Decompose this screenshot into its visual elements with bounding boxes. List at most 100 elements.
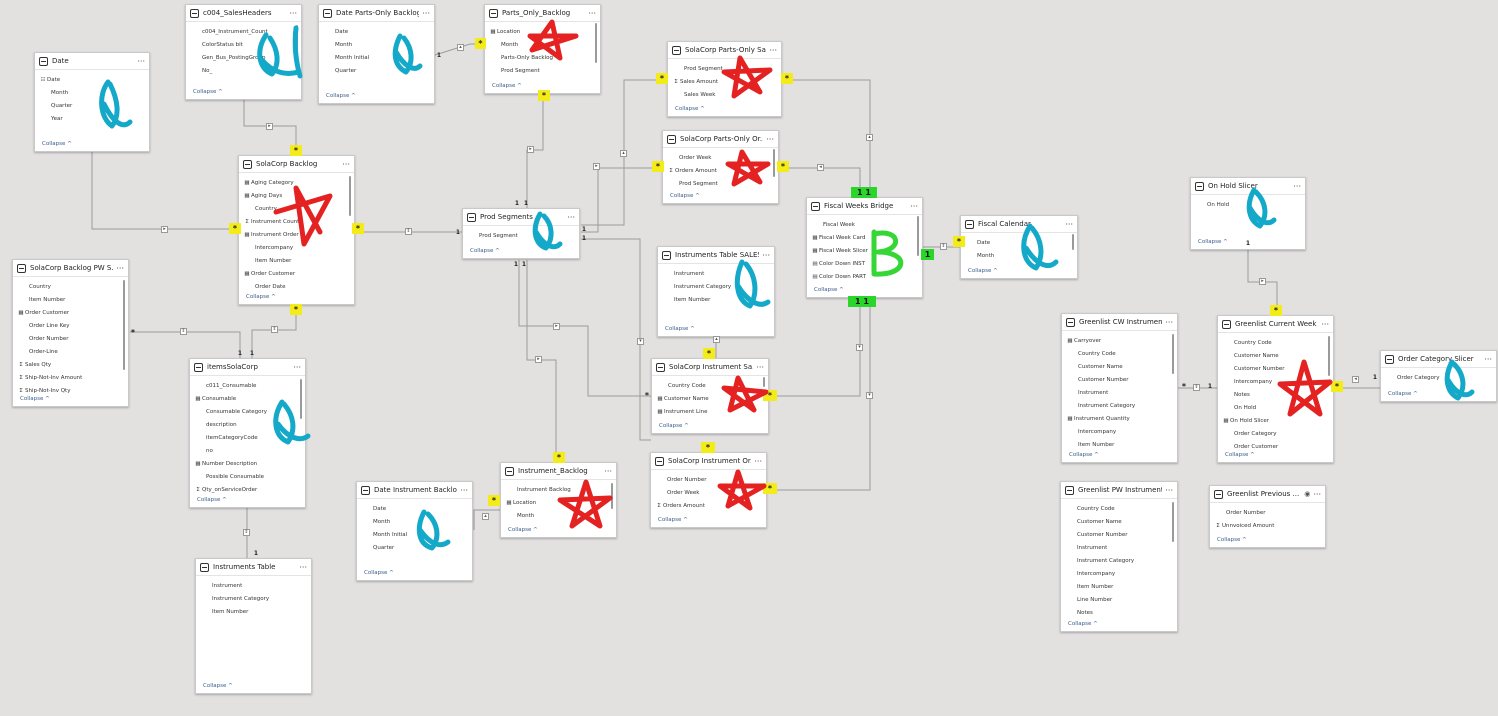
table-field-row[interactable]: Prod Segment (485, 64, 600, 77)
collapse-link[interactable]: Collapse ^ (364, 570, 394, 576)
more-options-icon[interactable]: ··· (422, 8, 430, 18)
table-field-row[interactable]: ▦Instrument Line (652, 405, 768, 418)
table-field-row[interactable]: No_ (186, 64, 301, 77)
table-field-row[interactable]: Order Category (1381, 371, 1496, 384)
scrollbar[interactable] (300, 379, 302, 419)
table-field-row[interactable]: Intercompany (1062, 425, 1177, 438)
table-field-row[interactable]: Instrument (1062, 386, 1177, 399)
table-field-row[interactable]: Prod Segment (668, 62, 781, 75)
table-field-row[interactable]: Instrument (1061, 541, 1177, 554)
table-field-row[interactable]: itemCategoryCode (190, 431, 305, 444)
table-field-row[interactable]: Date (357, 502, 472, 515)
table-field-row[interactable]: Instrument Backlog (501, 483, 616, 496)
table-field-row[interactable]: ▦On Hold Slicer (1218, 414, 1333, 427)
table-header[interactable]: SolaCorp Parts-Only Sal...··· (668, 42, 781, 59)
table-field-row[interactable]: Country Code (652, 379, 768, 392)
table-header[interactable]: Date Parts-Only Backlog··· (319, 5, 434, 22)
table-field-row[interactable]: Prod Segment (663, 177, 778, 190)
table-field-row[interactable]: Order Category (1218, 427, 1333, 440)
scrollbar[interactable] (917, 216, 919, 256)
more-options-icon[interactable]: ··· (756, 362, 764, 372)
table-field-row[interactable]: ▦Carryover (1062, 334, 1177, 347)
collapse-link[interactable]: Collapse ^ (203, 683, 233, 689)
table-field-row[interactable]: Intercompany (1061, 567, 1177, 580)
collapse-link[interactable]: Collapse ^ (670, 193, 700, 199)
table-field-row[interactable]: Notes (1061, 606, 1177, 619)
table-header[interactable]: Prod Segments··· (463, 209, 579, 226)
table-header[interactable]: Greenlist Previous ...◉··· (1210, 486, 1325, 503)
table-field-row[interactable]: ▦Number Description (190, 457, 305, 470)
collapse-link[interactable]: Collapse ^ (193, 89, 223, 95)
more-options-icon[interactable]: ··· (299, 562, 307, 572)
table-field-row[interactable]: Item Number (658, 293, 774, 306)
table-field-row[interactable]: ▦Fiscal Week Slicer (807, 244, 922, 257)
table-field-row[interactable]: Item Number (239, 254, 354, 267)
table-field-row[interactable]: Item Number (1062, 438, 1177, 451)
table-field-row[interactable]: Country (13, 280, 128, 293)
table-field-row[interactable]: ▤Color Down INST (807, 257, 922, 270)
table-field-row[interactable]: Parts-Only Backlog (485, 51, 600, 64)
collapse-link[interactable]: Collapse ^ (1198, 239, 1228, 245)
table-field-row[interactable]: Month (485, 38, 600, 51)
table-header[interactable]: Instruments Table SALES··· (658, 247, 774, 264)
more-options-icon[interactable]: ··· (1065, 219, 1073, 229)
more-options-icon[interactable]: ··· (1484, 354, 1492, 364)
table-field-row[interactable]: ▦Instrument Quantity (1062, 412, 1177, 425)
table-field-row[interactable]: Sales Week (668, 88, 781, 101)
more-options-icon[interactable]: ··· (116, 263, 124, 273)
collapse-link[interactable]: Collapse ^ (42, 141, 72, 147)
more-options-icon[interactable]: ··· (604, 466, 612, 476)
table-field-row[interactable]: ▦Aging Days (239, 189, 354, 202)
table-field-row[interactable]: Fiscal Week (807, 218, 922, 231)
more-options-icon[interactable]: ··· (1165, 317, 1173, 327)
table-field-row[interactable]: ▦Location (485, 25, 600, 38)
table-field-row[interactable]: Instrument Category (1062, 399, 1177, 412)
table-field-row[interactable]: Customer Name (1061, 515, 1177, 528)
table-field-row[interactable]: Order Week (651, 486, 766, 499)
table-field-row[interactable]: Instrument (196, 579, 311, 592)
more-options-icon[interactable]: ··· (766, 134, 774, 144)
scrollbar[interactable] (611, 483, 613, 509)
table-field-row[interactable]: Date (961, 236, 1077, 249)
table-field-row[interactable]: On Hold (1218, 401, 1333, 414)
more-options-icon[interactable]: ··· (1321, 319, 1329, 329)
more-options-icon[interactable]: ··· (588, 8, 596, 18)
collapse-link[interactable]: Collapse ^ (1068, 621, 1098, 627)
table-field-row[interactable]: Quarter (319, 64, 434, 77)
table-field-row[interactable]: Instrument (658, 267, 774, 280)
table-field-row[interactable]: Country Code (1218, 336, 1333, 349)
scrollbar[interactable] (123, 280, 125, 370)
table-field-row[interactable]: ▦Customer Name (652, 392, 768, 405)
table-field-row[interactable]: Instrument Category (658, 280, 774, 293)
table-header[interactable]: SolaCorp Parts-Only Or...··· (663, 131, 778, 148)
table-field-row[interactable]: Order Week (663, 151, 778, 164)
table-field-row[interactable]: Instrument Category (196, 592, 311, 605)
scrollbar[interactable] (1072, 234, 1074, 250)
table-field-row[interactable]: ▦Location (501, 496, 616, 509)
table-field-row[interactable]: Country Code (1062, 347, 1177, 360)
table-field-row[interactable]: Order Number (1210, 506, 1325, 519)
table-header[interactable]: c004_SalesHeaders··· (186, 5, 301, 22)
table-card-scb[interactable]: SolaCorp Backlog···▦Aging Category▦Aging… (238, 155, 355, 305)
table-field-row[interactable]: ▦Aging Category (239, 176, 354, 189)
table-field-row[interactable]: Quarter (357, 541, 472, 554)
collapse-link[interactable]: Collapse ^ (1388, 391, 1418, 397)
table-field-row[interactable]: Possible Consumable (190, 470, 305, 483)
table-header[interactable]: Greenlist Current Week··· (1218, 316, 1333, 333)
table-field-row[interactable]: Month (961, 249, 1077, 262)
collapse-link[interactable]: Collapse ^ (326, 93, 356, 99)
collapse-link[interactable]: Collapse ^ (1225, 452, 1255, 458)
table-card-c004[interactable]: c004_SalesHeaders···c004_Instrument_Coun… (185, 4, 302, 100)
table-field-row[interactable]: Instrument Category (1061, 554, 1177, 567)
more-options-icon[interactable]: ··· (460, 485, 468, 495)
table-header[interactable]: SolaCorp Instrument Sa...··· (652, 359, 768, 376)
more-options-icon[interactable]: ··· (289, 8, 297, 18)
table-field-row[interactable]: Month (35, 86, 149, 99)
